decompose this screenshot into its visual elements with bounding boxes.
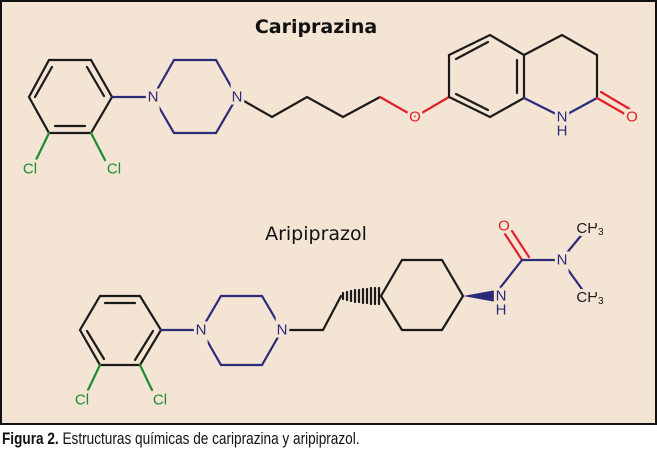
hashed-wedge-bond bbox=[341, 286, 381, 306]
cl-bond bbox=[34, 131, 51, 162]
hydrogen-label: H bbox=[496, 302, 507, 319]
oxygen-label: O bbox=[626, 109, 638, 126]
cl-bond bbox=[86, 363, 102, 392]
piperazine-ring bbox=[199, 294, 284, 367]
chlorine-label: Cl bbox=[107, 161, 121, 178]
ether-bonds bbox=[378, 95, 451, 119]
cl-bond bbox=[89, 131, 107, 162]
methyl-label: CH3 bbox=[576, 289, 604, 307]
figure-caption: Figura 2. Estructuras químicas de caripr… bbox=[2, 429, 360, 449]
methyl-label: CH3 bbox=[576, 220, 604, 238]
caption-text: Estructuras químicas de cariprazina y ar… bbox=[58, 429, 360, 448]
ethyl-chain bbox=[280, 294, 343, 332]
cyclohexane-ring bbox=[379, 258, 465, 332]
oxygen-label: O bbox=[409, 109, 421, 126]
piperazine-ring bbox=[151, 58, 239, 135]
nitrogen-label: N bbox=[557, 109, 568, 126]
butyl-chain bbox=[235, 95, 382, 119]
nitrogen-label: N bbox=[496, 288, 507, 305]
bold-wedge-bond bbox=[463, 290, 496, 302]
nitrogen-label: N bbox=[148, 89, 159, 106]
nitrogen-label: N bbox=[196, 322, 207, 339]
dihydroquinolinone bbox=[447, 33, 635, 119]
cariprazine-structure: Cariprazina Cl Cl N N bbox=[20, 16, 641, 181]
cl-bond bbox=[138, 363, 154, 392]
nitrogen-label: N bbox=[277, 322, 288, 339]
nitrogen-label: N bbox=[232, 89, 243, 106]
hydrogen-label: H bbox=[557, 123, 568, 140]
dichlorophenyl-ring bbox=[78, 294, 163, 367]
dichlorophenyl-ring bbox=[27, 58, 114, 135]
caption-label: Figura 2. bbox=[2, 429, 59, 448]
nitrogen-label: N bbox=[557, 252, 568, 269]
oxygen-label: O bbox=[498, 218, 510, 235]
chlorine-label: Cl bbox=[23, 161, 37, 178]
figure-panel bbox=[0, 0, 657, 425]
chlorine-label: Cl bbox=[75, 392, 89, 409]
chlorine-label: Cl bbox=[153, 392, 167, 409]
aripiprazole-title: Aripiprazol bbox=[265, 223, 367, 245]
aripiprazole-structure: Aripiprazol Cl Cl N N N H bbox=[72, 215, 607, 412]
cariprazine-title: Cariprazina bbox=[255, 16, 377, 38]
structures-diagram: Cariprazina Cl Cl N N bbox=[20, 16, 641, 412]
